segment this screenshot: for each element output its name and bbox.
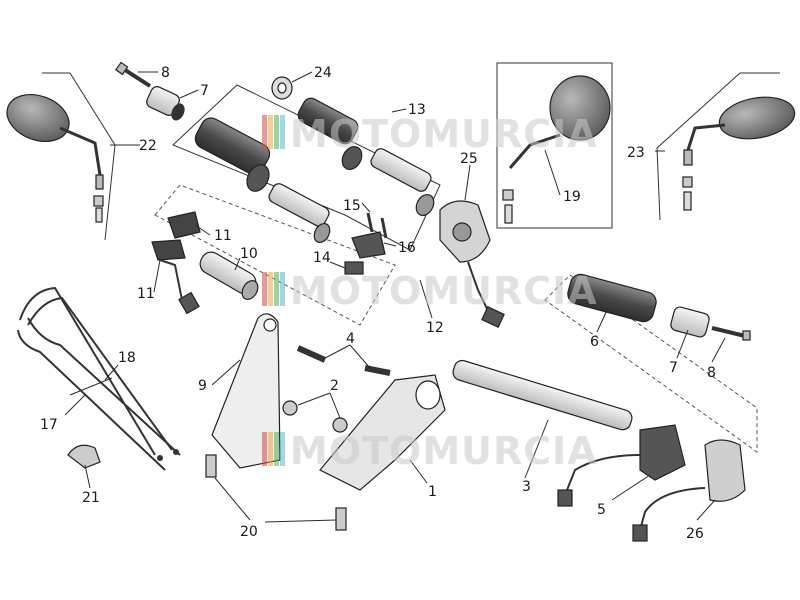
bolt-part-8-right: [711, 326, 751, 341]
callout-17: 17: [40, 417, 58, 433]
leader-lines: [64, 71, 726, 523]
callout-6: 6: [590, 334, 599, 350]
watermark-bottom: MOTOMURCIA: [262, 429, 598, 473]
callout-1: 1: [428, 484, 437, 500]
callout-26: 26: [686, 526, 704, 542]
grip-left-dark: [194, 117, 271, 192]
grip-right-part-6: [567, 273, 657, 323]
callout-2: 2: [330, 378, 339, 394]
handlebar-clamp-part-1: [319, 374, 446, 491]
watermark-stripes-icon: [262, 115, 285, 149]
bolt-part-8-top: [115, 61, 152, 88]
switch-part-5: [557, 424, 686, 507]
throttle-tube-right: [370, 148, 435, 217]
bolts-part-20: [205, 454, 347, 531]
handlebar-tube-part-3: [452, 359, 633, 431]
mirror-part-19: [502, 75, 611, 224]
callout-12: 12: [426, 320, 444, 336]
watermark-text-top: MOTOMURCIA: [290, 112, 598, 156]
frame-switch-dashed-box: [154, 184, 396, 326]
callout-25: 25: [460, 151, 478, 167]
bolts-part-2: [282, 400, 348, 433]
callout-9: 9: [198, 378, 207, 394]
callout-22: 22: [139, 138, 157, 154]
callout-13: 13: [408, 102, 426, 118]
bar-end-part-10: [199, 251, 259, 300]
bracket-part-9: [211, 313, 281, 469]
callout-11-lower: 11: [137, 286, 155, 302]
callout-18: 18: [118, 350, 136, 366]
screws-part-15: [366, 212, 388, 239]
grip-right-dark-13: [297, 97, 363, 171]
throttle-tube-left: [268, 183, 331, 244]
switch-housing-part-25: [439, 200, 505, 328]
cables-part-17-18: [17, 286, 181, 471]
callout-7-right: 7: [669, 360, 678, 376]
frame-leader-23: [656, 72, 780, 221]
switch-clamp-part-11-upper: [167, 211, 201, 239]
clip-part-21: [67, 444, 101, 469]
callout-7-top: 7: [200, 83, 209, 99]
switch-clamp-part-11-lower: [151, 239, 200, 315]
bar-end-part-7-top: [146, 86, 185, 121]
watermark-text-bottom: MOTOMURCIA: [290, 429, 598, 473]
watermark-stripes-icon: [262, 432, 285, 466]
washer-part-24: [271, 76, 293, 100]
watermark-middle: MOTOMURCIA: [262, 269, 598, 313]
callout-20: 20: [240, 524, 258, 540]
frame-leader-22: [42, 72, 116, 241]
callout-labels: 8 7 24 13 22 23 25 19 15 11 16 10 14 11 …: [40, 65, 716, 542]
callout-10: 10: [240, 246, 258, 262]
mirror-right-part-23: [682, 96, 796, 211]
callout-24: 24: [314, 65, 332, 81]
frame-mirror-19-box: [496, 62, 613, 229]
callout-14: 14: [313, 250, 331, 266]
callout-11-upper: 11: [214, 228, 232, 244]
watermark-top: MOTOMURCIA: [262, 112, 598, 156]
watermark-stripes-icon: [262, 272, 285, 306]
callout-16: 16: [398, 240, 416, 256]
watermark-text-middle: MOTOMURCIA: [290, 269, 598, 313]
callout-21: 21: [82, 490, 100, 506]
frame-grip-right-dashed-box: [544, 274, 758, 453]
callout-8-right: 8: [707, 365, 716, 381]
switch-part-26: [632, 439, 746, 542]
bar-end-part-7-right: [670, 306, 710, 338]
bolts-part-4: [296, 345, 391, 376]
callout-5: 5: [597, 502, 606, 518]
callout-3: 3: [522, 479, 531, 495]
callout-23: 23: [627, 145, 645, 161]
mirror-left-part-22: [6, 94, 104, 223]
callout-19: 19: [563, 189, 581, 205]
callout-15: 15: [343, 198, 361, 214]
callout-8-top: 8: [161, 65, 170, 81]
clamp-part-16: [351, 231, 386, 259]
callout-4: 4: [346, 331, 355, 347]
